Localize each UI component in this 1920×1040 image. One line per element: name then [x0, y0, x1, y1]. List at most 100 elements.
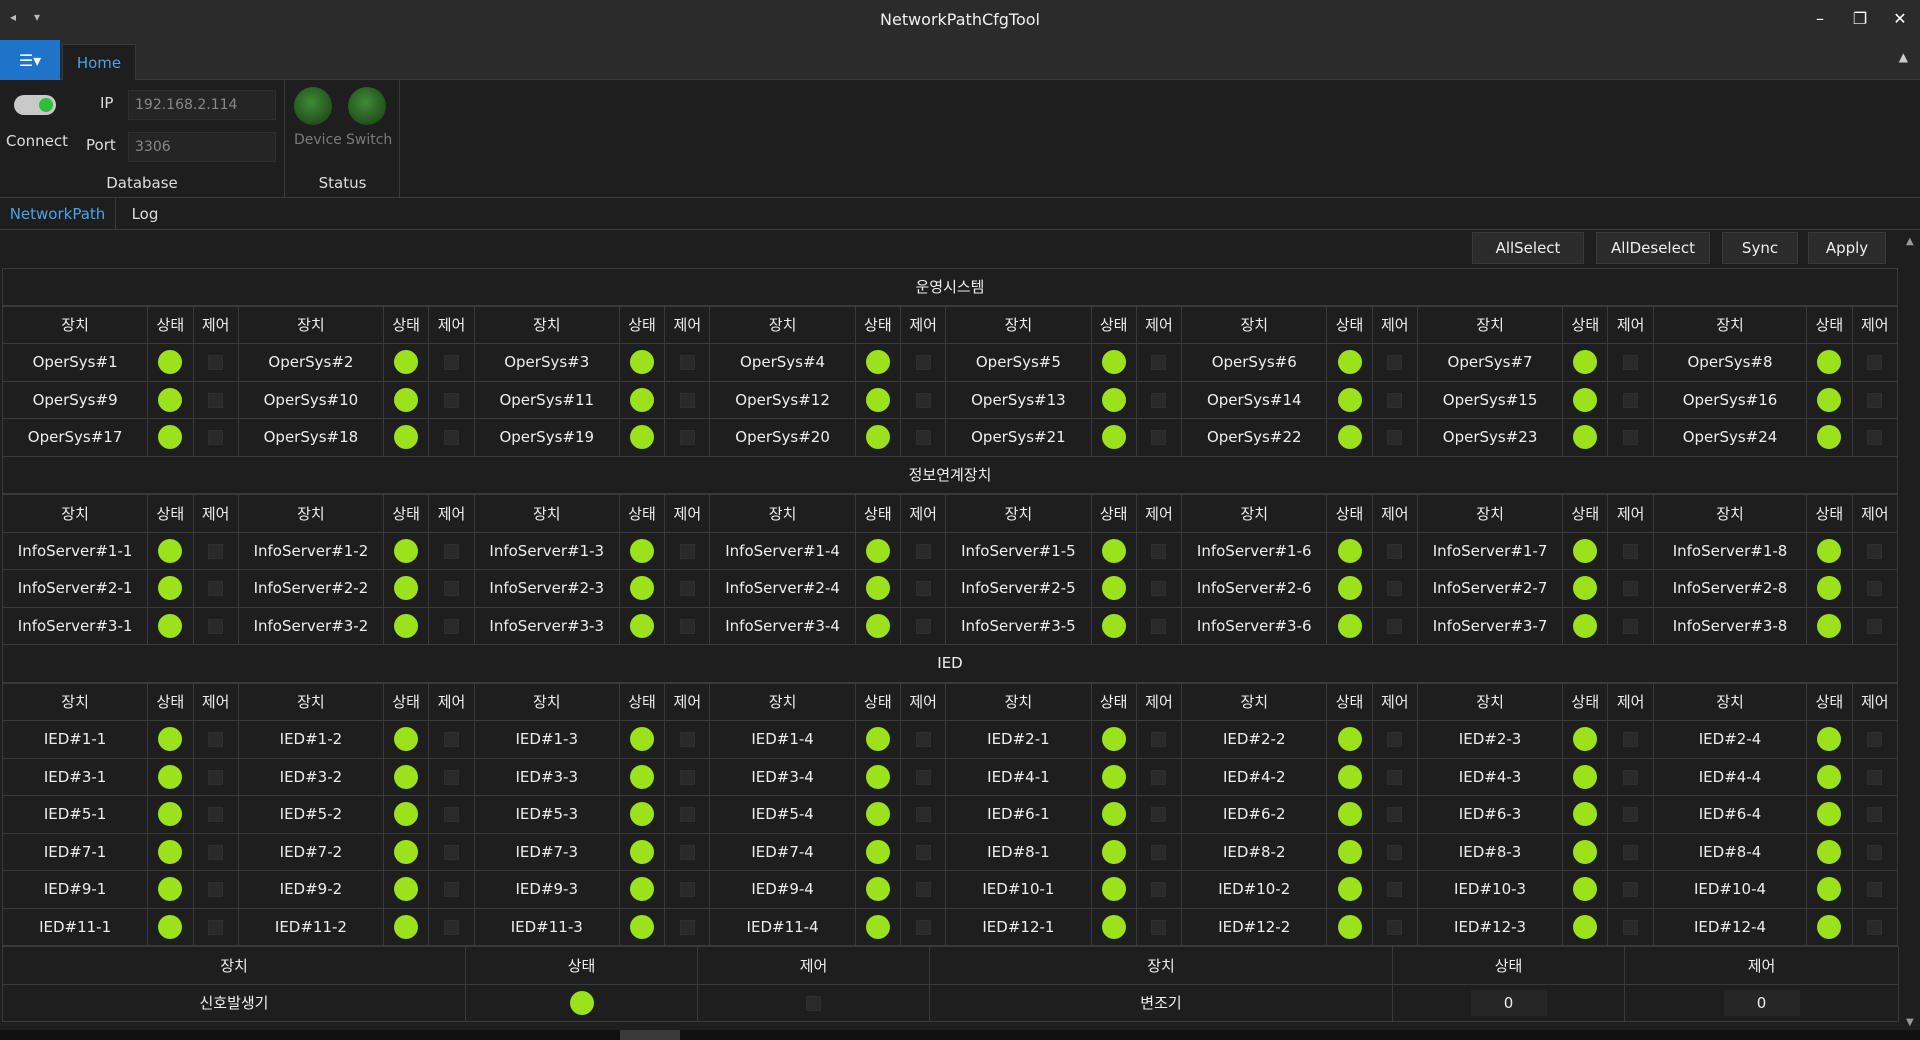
port-field[interactable]: 3306: [128, 132, 276, 162]
control-checkbox[interactable]: [208, 882, 224, 898]
control-checkbox[interactable]: [915, 769, 931, 785]
control-checkbox[interactable]: [1867, 844, 1883, 860]
control-checkbox[interactable]: [1867, 732, 1883, 748]
vertical-scrollbar[interactable]: ▲ ▼: [1902, 232, 1920, 1032]
control-checkbox[interactable]: [1867, 392, 1883, 408]
control-checkbox[interactable]: [1387, 543, 1403, 559]
control-checkbox[interactable]: [1387, 618, 1403, 634]
control-checkbox[interactable]: [915, 844, 931, 860]
control-checkbox[interactable]: [679, 844, 695, 860]
sync-button[interactable]: Sync: [1722, 232, 1798, 264]
collapse-ribbon-icon[interactable]: ▲: [1898, 50, 1908, 64]
control-checkbox[interactable]: [679, 882, 695, 898]
close-icon[interactable]: ✕: [1893, 8, 1907, 28]
control-checkbox[interactable]: [679, 919, 695, 935]
control-checkbox[interactable]: [208, 769, 224, 785]
control-checkbox[interactable]: [1151, 430, 1167, 446]
control-checkbox[interactable]: [1151, 392, 1167, 408]
control-checkbox[interactable]: [1867, 769, 1883, 785]
control-checkbox[interactable]: [1151, 355, 1167, 371]
control-checkbox[interactable]: [679, 732, 695, 748]
control-checkbox[interactable]: [444, 581, 459, 597]
scroll-down-icon[interactable]: ▼: [1906, 1017, 1914, 1028]
maximize-icon[interactable]: ❐: [1852, 8, 1868, 28]
control-checkbox[interactable]: [208, 732, 224, 748]
horizontal-scrollbar[interactable]: [0, 1030, 1920, 1040]
control-checkbox[interactable]: [1151, 844, 1167, 860]
modulator-control-value[interactable]: 0: [1723, 989, 1800, 1016]
control-checkbox[interactable]: [208, 392, 224, 408]
control-checkbox[interactable]: [915, 392, 931, 408]
control-checkbox[interactable]: [915, 543, 931, 559]
control-checkbox[interactable]: [915, 882, 931, 898]
control-checkbox[interactable]: [208, 543, 224, 559]
control-checkbox[interactable]: [208, 581, 224, 597]
control-checkbox[interactable]: [1387, 430, 1403, 446]
control-checkbox[interactable]: [1623, 618, 1639, 634]
connect-toggle[interactable]: [14, 95, 56, 115]
control-checkbox[interactable]: [915, 732, 931, 748]
control-checkbox[interactable]: [806, 995, 821, 1011]
control-checkbox[interactable]: [444, 919, 459, 935]
scroll-up-icon[interactable]: ▲: [1906, 236, 1914, 247]
control-checkbox[interactable]: [1623, 355, 1639, 371]
control-checkbox[interactable]: [1151, 769, 1167, 785]
control-checkbox[interactable]: [679, 430, 695, 446]
minimize-icon[interactable]: –: [1816, 8, 1824, 28]
control-checkbox[interactable]: [1867, 543, 1883, 559]
control-checkbox[interactable]: [1623, 919, 1639, 935]
control-checkbox[interactable]: [1867, 919, 1883, 935]
control-checkbox[interactable]: [444, 355, 459, 371]
control-checkbox[interactable]: [679, 769, 695, 785]
control-checkbox[interactable]: [1387, 919, 1403, 935]
control-checkbox[interactable]: [1151, 543, 1167, 559]
control-checkbox[interactable]: [1151, 581, 1167, 597]
control-checkbox[interactable]: [444, 807, 459, 823]
control-checkbox[interactable]: [1387, 882, 1403, 898]
control-checkbox[interactable]: [679, 543, 695, 559]
control-checkbox[interactable]: [208, 430, 224, 446]
control-checkbox[interactable]: [915, 807, 931, 823]
control-checkbox[interactable]: [444, 430, 459, 446]
control-checkbox[interactable]: [1623, 732, 1639, 748]
control-checkbox[interactable]: [915, 919, 931, 935]
control-checkbox[interactable]: [1623, 581, 1639, 597]
ip-field[interactable]: 192.168.2.114: [128, 90, 276, 120]
tab-log[interactable]: Log: [131, 205, 159, 223]
all-deselect-button[interactable]: AllDeselect: [1596, 232, 1710, 264]
control-checkbox[interactable]: [1867, 430, 1883, 446]
control-checkbox[interactable]: [1867, 882, 1883, 898]
control-checkbox[interactable]: [1867, 581, 1883, 597]
tab-networkpath[interactable]: NetworkPath: [0, 198, 116, 230]
control-checkbox[interactable]: [1387, 392, 1403, 408]
control-checkbox[interactable]: [1151, 807, 1167, 823]
control-checkbox[interactable]: [1387, 807, 1403, 823]
control-checkbox[interactable]: [444, 732, 459, 748]
tab-home[interactable]: Home: [62, 44, 136, 80]
control-checkbox[interactable]: [1387, 581, 1403, 597]
control-checkbox[interactable]: [1623, 769, 1639, 785]
control-checkbox[interactable]: [679, 807, 695, 823]
control-checkbox[interactable]: [915, 618, 931, 634]
control-checkbox[interactable]: [444, 392, 459, 408]
control-checkbox[interactable]: [679, 355, 695, 371]
control-checkbox[interactable]: [1867, 355, 1883, 371]
control-checkbox[interactable]: [679, 618, 695, 634]
control-checkbox[interactable]: [915, 581, 931, 597]
control-checkbox[interactable]: [444, 543, 459, 559]
control-checkbox[interactable]: [679, 392, 695, 408]
control-checkbox[interactable]: [208, 618, 224, 634]
control-checkbox[interactable]: [1387, 355, 1403, 371]
scrollbar-thumb[interactable]: [620, 1030, 680, 1040]
control-checkbox[interactable]: [1151, 618, 1167, 634]
control-checkbox[interactable]: [444, 844, 459, 860]
control-checkbox[interactable]: [444, 618, 459, 634]
control-checkbox[interactable]: [1387, 769, 1403, 785]
control-checkbox[interactable]: [1623, 430, 1639, 446]
apply-button[interactable]: Apply: [1808, 232, 1886, 264]
control-checkbox[interactable]: [1151, 732, 1167, 748]
app-menu-button[interactable]: ☰▾: [0, 40, 60, 80]
customize-dropdown-icon[interactable]: ▾: [34, 10, 41, 24]
control-checkbox[interactable]: [208, 355, 224, 371]
control-checkbox[interactable]: [1867, 807, 1883, 823]
